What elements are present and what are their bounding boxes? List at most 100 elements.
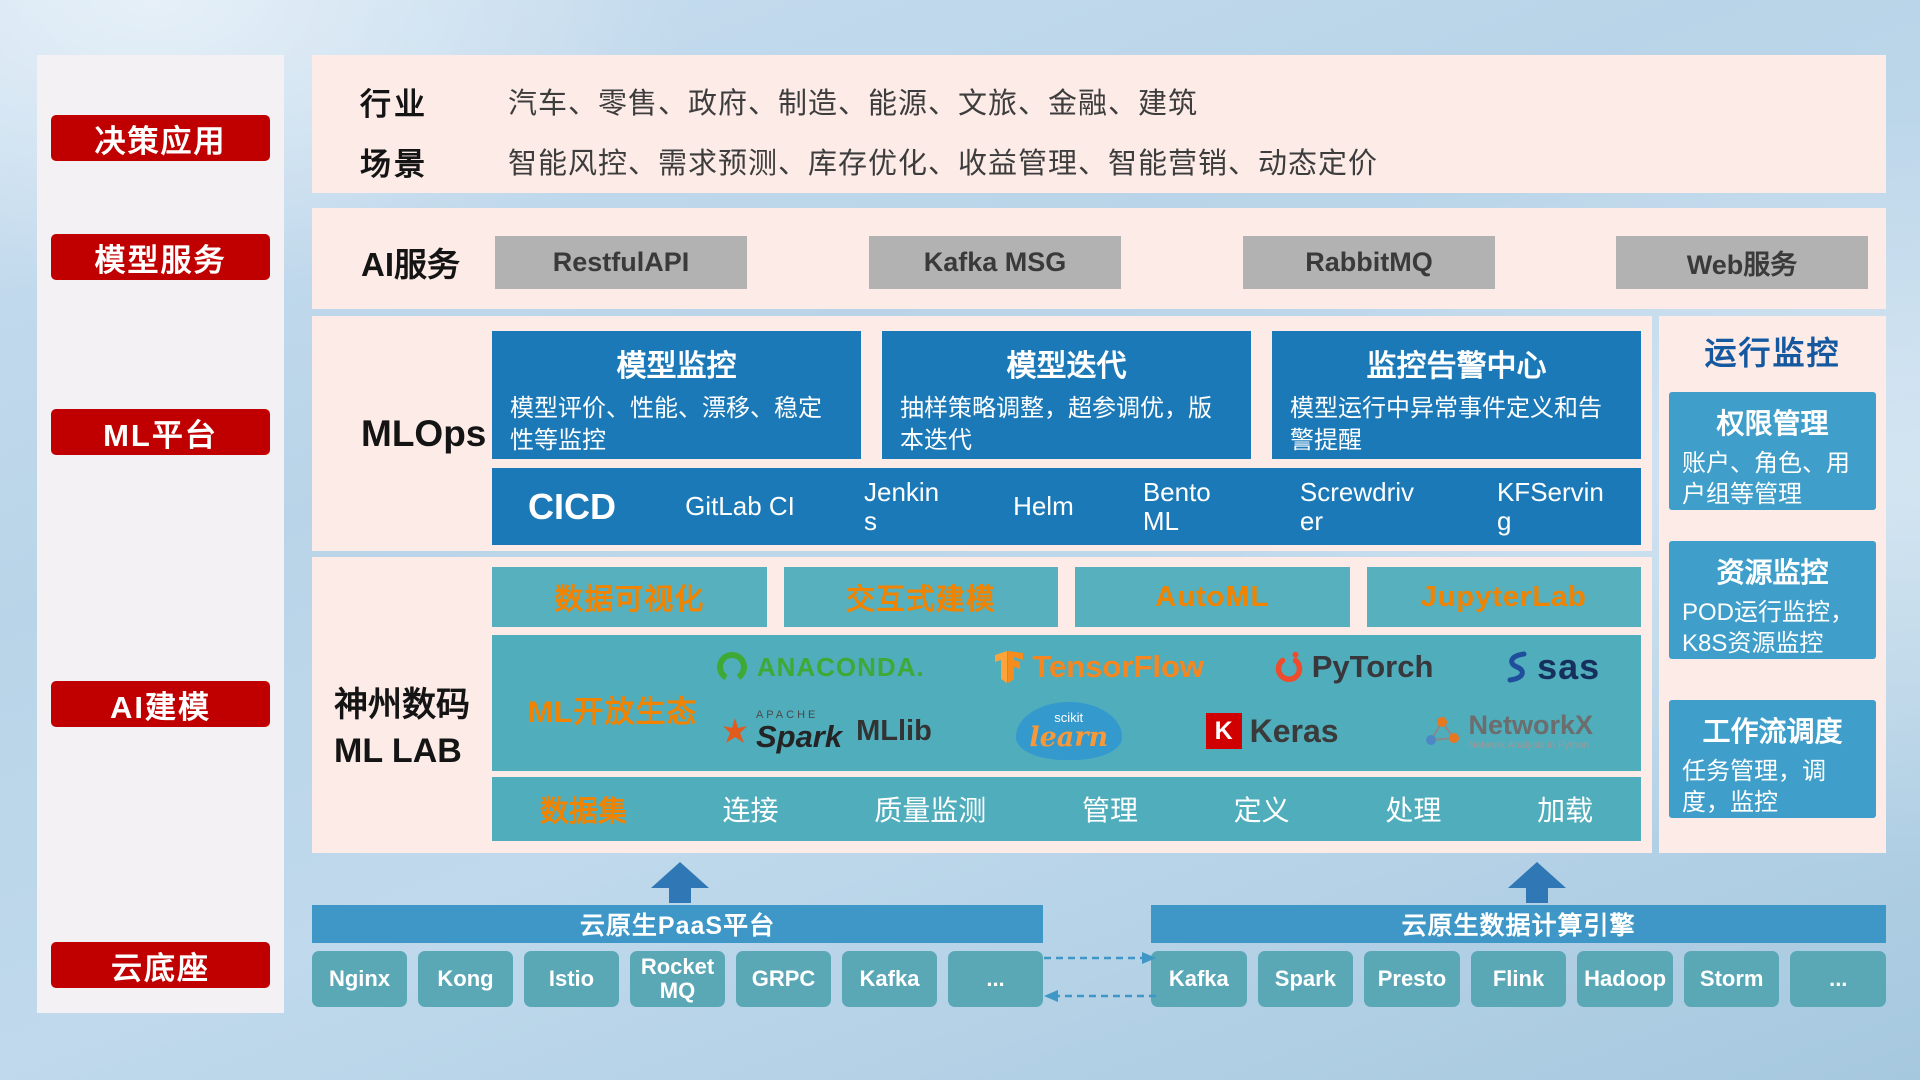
layer-badge-cloud-base: 云底座 bbox=[51, 942, 270, 988]
pipeline-dataset: 数据集 bbox=[539, 796, 627, 828]
mlops-cards: 模型监控 模型评价、性能、漂移、稳定性等监控 模型迭代 抽样策略调整，超参调优，… bbox=[492, 331, 1641, 459]
mlops-card-model-monitoring: 模型监控 模型评价、性能、漂移、稳定性等监控 bbox=[492, 331, 861, 459]
keras-icon: K bbox=[1205, 713, 1242, 749]
mllab-panel: 神州数码 ML LAB 数据可视化 交互式建模 AutoML JupyterLa… bbox=[312, 557, 1652, 853]
cicd-tool-kfserving: KFServing bbox=[1496, 476, 1604, 536]
mllab-tool-row: 数据可视化 交互式建模 AutoML JupyterLab bbox=[492, 567, 1641, 627]
card-title: 权限管理 bbox=[1716, 408, 1829, 439]
service-chip-rabbitmq: RabbitMQ bbox=[1243, 236, 1495, 289]
tool-jupyterlab: JupyterLab bbox=[1366, 567, 1641, 627]
card-desc: 抽样策略调整，超参调优，版本迭代 bbox=[900, 395, 1212, 455]
engine-flink: Flink bbox=[1470, 951, 1567, 1007]
card-title: 工作流调度 bbox=[1702, 716, 1843, 747]
service-chip-restfulapi: RestfulAPI bbox=[495, 236, 747, 289]
mlops-card-alert-center: 监控告警中心 模型运行中异常事件定义和告警提醒 bbox=[1272, 331, 1641, 459]
pytorch-wordmark: PyTorch bbox=[1311, 649, 1434, 684]
ecosystem-label: ML开放生态 bbox=[528, 696, 698, 729]
paas-more: ... bbox=[948, 951, 1043, 1007]
arrow-stem bbox=[1526, 888, 1548, 903]
scenario-label: 场景 bbox=[360, 146, 428, 182]
paas-istio: Istio bbox=[524, 951, 619, 1007]
cicd-tool-bentoml: BentoML bbox=[1142, 476, 1211, 536]
networkx-subtitle: Network Analysis in Python bbox=[1468, 740, 1590, 752]
layer-badge-ai-modeling: AI建模 bbox=[51, 681, 270, 727]
layer-badge-ml-platform: ML平台 bbox=[51, 409, 270, 455]
anaconda-wordmark: ANACONDA. bbox=[756, 651, 925, 682]
sas-icon bbox=[1507, 651, 1527, 683]
networkx-wordmark: NetworkX Network Analysis in Python bbox=[1468, 710, 1594, 752]
cicd-tool-jenkins: Jenkins bbox=[863, 476, 940, 536]
arrow-stem bbox=[669, 888, 691, 903]
mlops-card-model-iteration: 模型迭代 抽样策略调整，超参调优，版本迭代 bbox=[882, 331, 1251, 459]
spark-text: Spark bbox=[755, 719, 843, 754]
up-arrow-paas bbox=[651, 862, 709, 903]
monitor-card-resources: 资源监控 POD运行监控，K8S资源监控 bbox=[1669, 541, 1876, 659]
service-chip-kafka-msg: Kafka MSG bbox=[869, 236, 1121, 289]
card-desc: 账户、角色、用户组等管理 bbox=[1682, 450, 1850, 509]
paas-kafka: Kafka bbox=[842, 951, 937, 1007]
card-title: 模型监控 bbox=[616, 350, 737, 383]
service-chip-web: Web服务 bbox=[1616, 236, 1868, 289]
card-desc: 任务管理，调度，监控 bbox=[1682, 758, 1826, 817]
pipeline-process: 处理 bbox=[1385, 795, 1442, 826]
pipeline-manage: 管理 bbox=[1081, 795, 1138, 826]
apache-label: APACHE bbox=[755, 709, 819, 721]
pipeline-quality: 质量监测 bbox=[874, 795, 987, 826]
mlops-label: MLOps bbox=[361, 413, 487, 454]
paas-platform-bar: 云原生PaaS平台 bbox=[312, 905, 1043, 943]
spark-icon bbox=[722, 718, 747, 743]
scenario-line: 场景 智能风控、需求预测、库存优化、收益管理、智能营销、动态定价 bbox=[360, 139, 1886, 183]
monitor-card-permissions: 权限管理 账户、角色、用户组等管理 bbox=[1669, 392, 1876, 510]
left-layer-sidebar: 决策应用 模型服务 ML平台 AI建模 云底座 bbox=[37, 55, 284, 1013]
tensorflow-wordmark: TensorFlow bbox=[1032, 649, 1205, 684]
paas-rocketmq: RocketMQ bbox=[630, 951, 725, 1007]
ecosystem-logos-row1: ANACONDA. TensorFlow bbox=[680, 646, 1635, 688]
cicd-tool-gitlab-ci: GitLab CI bbox=[685, 491, 795, 522]
layer-badge-decision-app: 决策应用 bbox=[51, 115, 270, 161]
scenario-values: 智能风控、需求预测、库存优化、收益管理、智能营销、动态定价 bbox=[508, 148, 1379, 180]
card-title: 模型迭代 bbox=[1006, 350, 1127, 383]
mllib-wordmark: MLlib bbox=[856, 714, 932, 747]
learn-text: learn bbox=[1029, 722, 1109, 753]
tool-interactive-modeling: 交互式建模 bbox=[783, 567, 1058, 627]
ai-service-label: AI服务 bbox=[361, 246, 460, 283]
keras-letter: K bbox=[1214, 716, 1233, 745]
layer-badge-model-service: 模型服务 bbox=[51, 234, 270, 280]
ml-open-ecosystem-box: ML开放生态 ANACONDA. TensorFlow bbox=[492, 635, 1641, 771]
mllab-title-line2: ML LAB bbox=[334, 731, 462, 770]
anaconda-logo: ANACONDA. bbox=[715, 650, 925, 684]
runtime-monitoring-panel: 运行监控 权限管理 账户、角色、用户组等管理 资源监控 POD运行监控，K8S资… bbox=[1659, 316, 1886, 853]
engine-hadoop: Hadoop bbox=[1577, 951, 1673, 1007]
engine-more: ... bbox=[1790, 951, 1887, 1007]
arrow-head bbox=[651, 862, 709, 888]
card-desc: 模型运行中异常事件定义和告警提醒 bbox=[1290, 395, 1602, 455]
arrow-head bbox=[1508, 862, 1566, 888]
engine-storm: Storm bbox=[1683, 951, 1780, 1007]
ecosystem-logos-row2: APACHE Spark MLlib scikit learn K bbox=[680, 702, 1635, 760]
runtime-monitoring-title: 运行监控 bbox=[1704, 335, 1841, 371]
anaconda-icon bbox=[716, 652, 747, 682]
mllab-title: 神州数码 ML LAB bbox=[334, 683, 499, 775]
tensorflow-logo: TensorFlow bbox=[994, 649, 1204, 685]
networkx-logo: NetworkX Network Analysis in Python bbox=[1423, 710, 1594, 752]
cicd-tool-screwdriver: Screwdriver bbox=[1299, 476, 1415, 536]
engine-components-row: Kafka Spark Presto Flink Hadoop Storm ..… bbox=[1151, 951, 1887, 1007]
industry-scenario-panel: 行业 汽车、零售、政府、制造、能源、文旅、金融、建筑 场景 智能风控、需求预测、… bbox=[312, 55, 1886, 193]
scikit-learn-icon: scikit learn bbox=[1015, 702, 1122, 760]
ai-service-panel: AI服务 RestfulAPI Kafka MSG RabbitMQ Web服务 bbox=[312, 208, 1886, 309]
card-title: 监控告警中心 bbox=[1366, 350, 1547, 383]
monitor-card-workflow: 工作流调度 任务管理，调度，监控 bbox=[1669, 700, 1876, 818]
keras-logo: K Keras bbox=[1205, 713, 1339, 750]
cicd-tool-helm: Helm bbox=[1013, 491, 1074, 522]
sas-logo: sas bbox=[1503, 646, 1600, 688]
networkx-icon bbox=[1425, 717, 1459, 745]
pytorch-logo: PyTorch bbox=[1274, 649, 1434, 685]
industry-line: 行业 汽车、零售、政府、制造、能源、文旅、金融、建筑 bbox=[360, 79, 1886, 123]
scikit-learn-logo: scikit learn bbox=[1015, 702, 1122, 760]
dataset-pipeline-bar: 数据集 连接 质量监测 管理 定义 处理 加载 bbox=[492, 777, 1641, 841]
scikit-text: scikit bbox=[1054, 710, 1084, 725]
sas-wordmark: sas bbox=[1537, 646, 1601, 687]
paas-kong: Kong bbox=[418, 951, 513, 1007]
paas-components-row: Nginx Kong Istio RocketMQ GRPC Kafka ... bbox=[312, 951, 1043, 1007]
